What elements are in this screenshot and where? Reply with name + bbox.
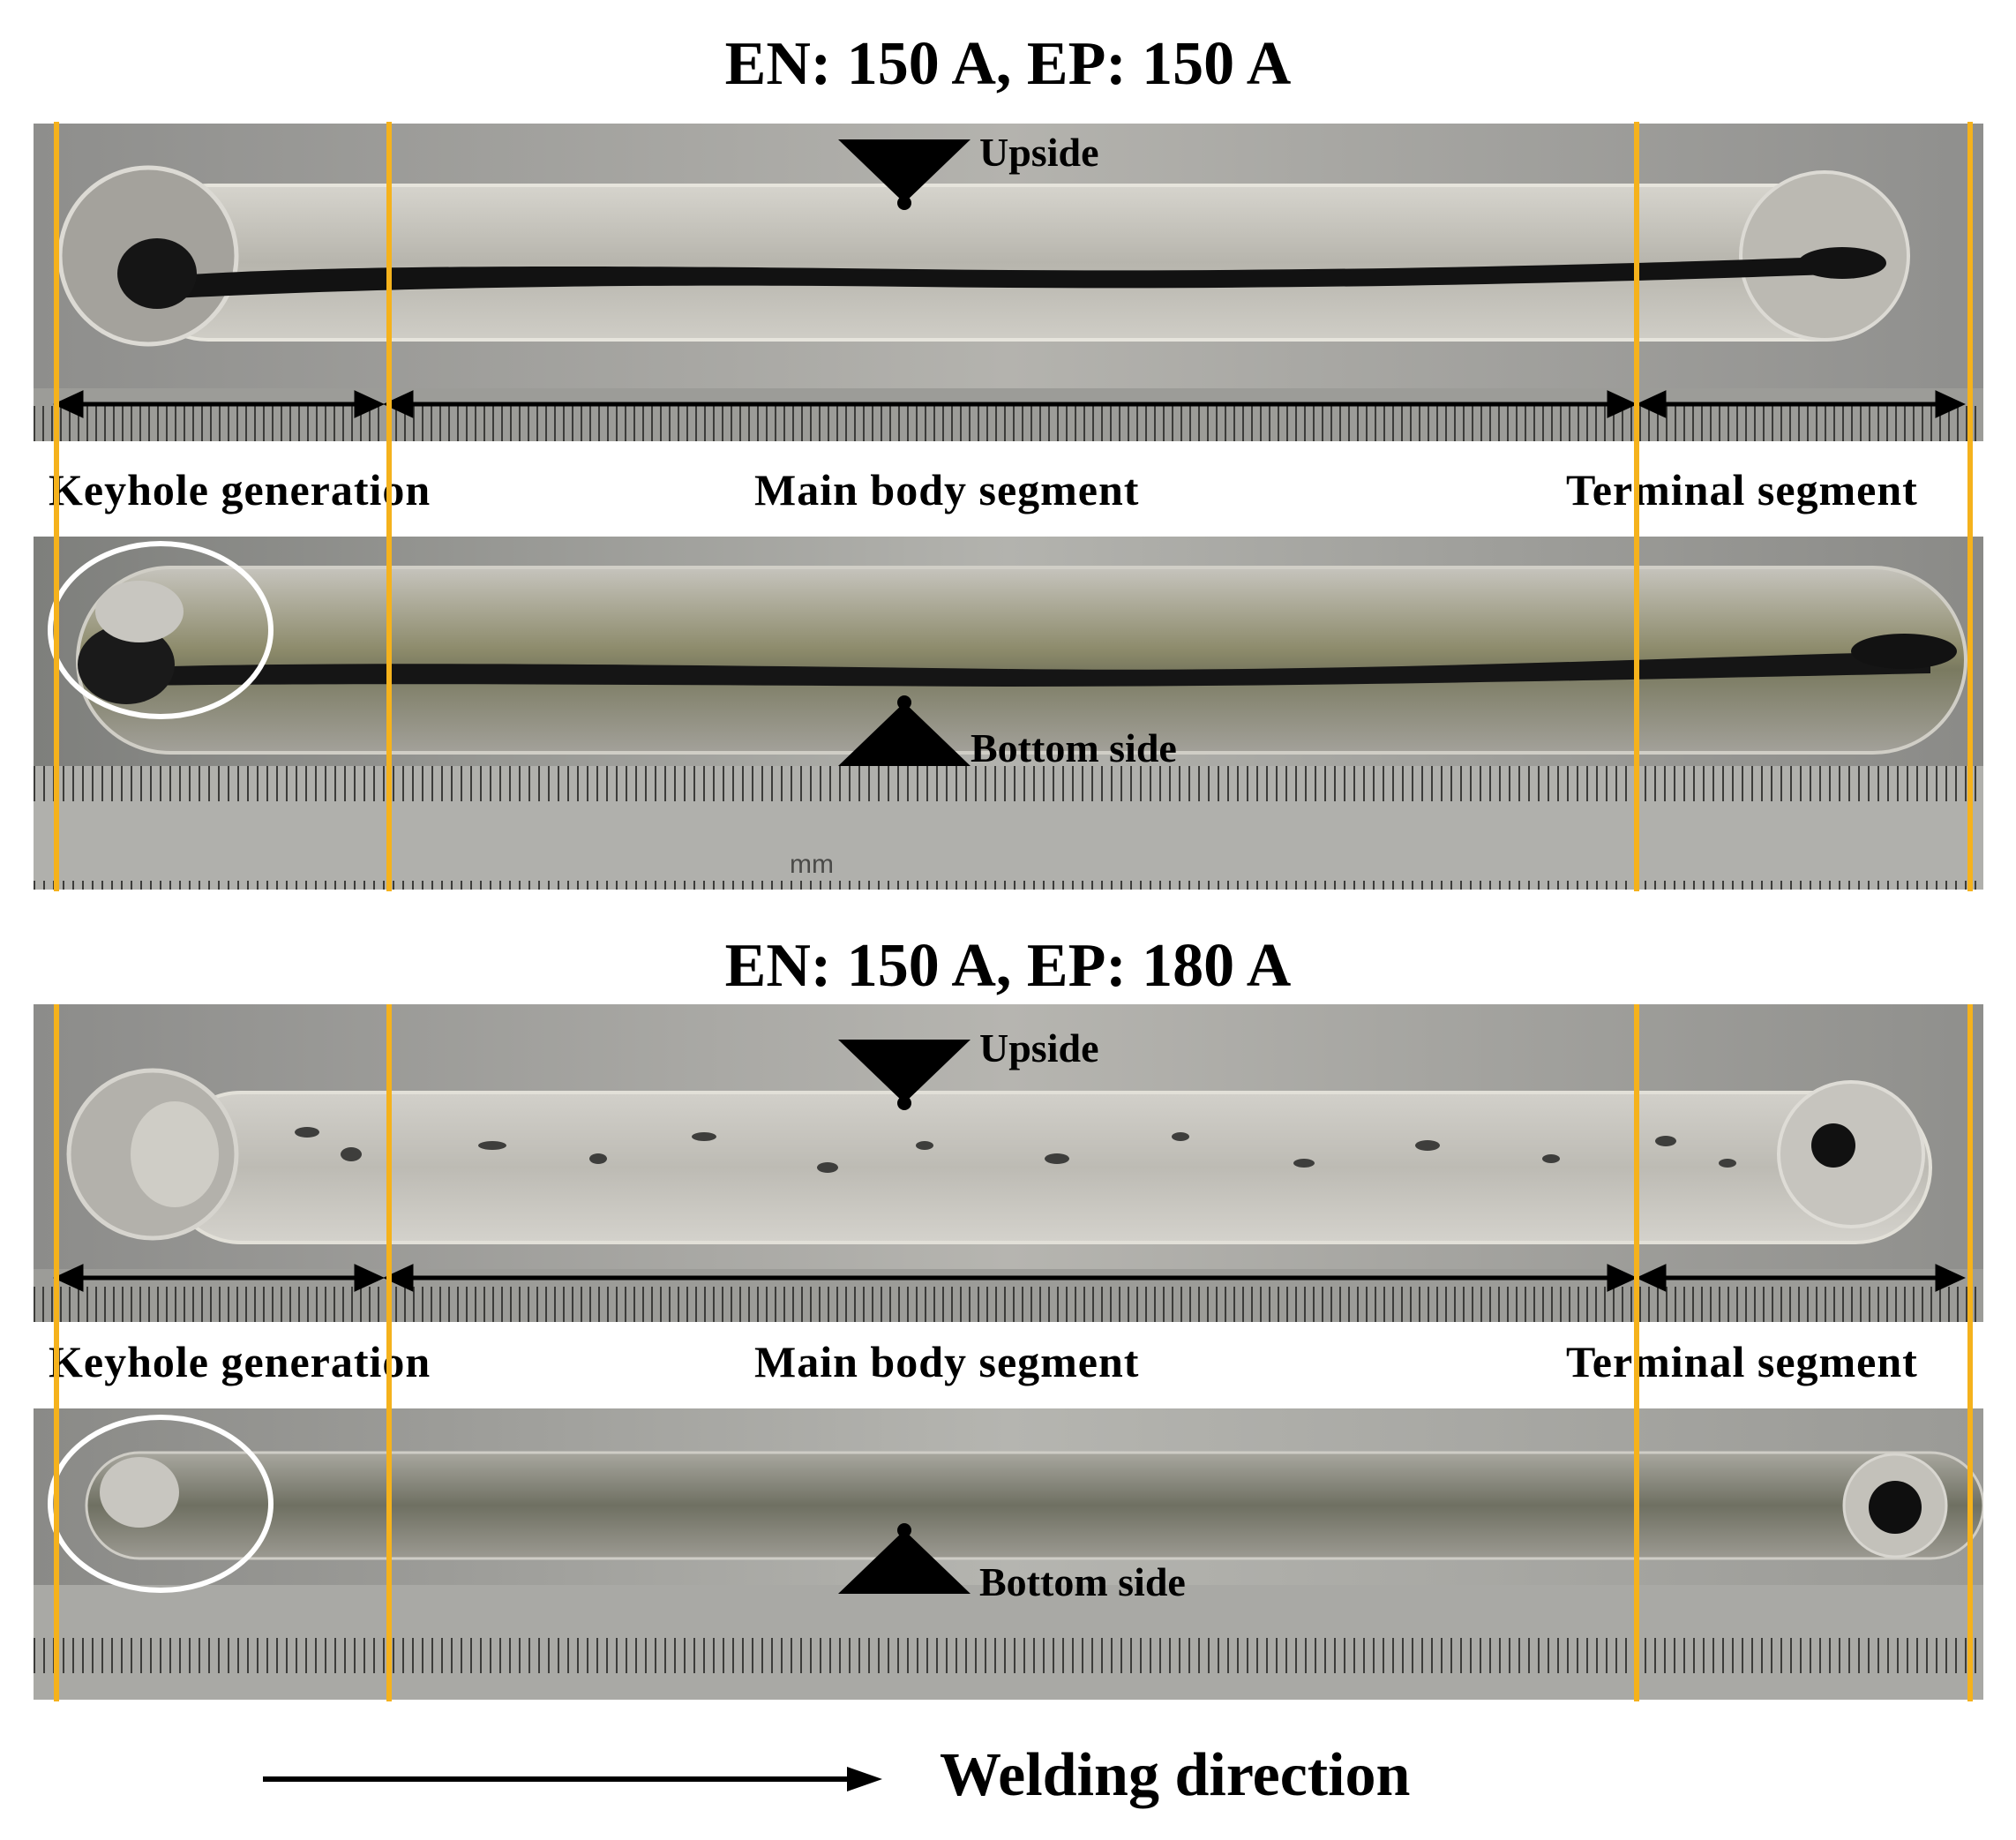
panel-1-divider-start [54, 122, 59, 891]
panel-2-bottom-marker-icon [838, 1523, 971, 1594]
panel-2-upside-photo [34, 1004, 1983, 1322]
panel-2-bottom-photo [34, 1408, 1983, 1700]
panel-2-keyhole-highlight-circle [48, 1415, 274, 1593]
panel-1-dimension-arrows [53, 390, 1966, 418]
welding-direction-arrow-icon [263, 1767, 882, 1791]
panel-1-upside-label: Upside [979, 130, 1099, 175]
panel-1-label-terminal: Terminal segment [1566, 465, 1918, 514]
panel-1-bottom-marker-icon [838, 695, 971, 766]
panel-2-dimension-arrows [53, 1264, 1966, 1292]
panel-2-label-terminal: Terminal segment [1566, 1337, 1918, 1386]
panel-1-upside-marker-icon [838, 139, 971, 210]
panel-1-label-main: Main body segment [754, 465, 1140, 514]
panel-1-divider-end [1967, 122, 1973, 891]
panel-1-divider-keyhole-end [386, 122, 392, 891]
panel-2-upside-label: Upside [979, 1025, 1099, 1070]
panel-1-title: EN: 150 A, EP: 150 A [724, 30, 1292, 98]
panel-2-upside-marker-icon [838, 1040, 971, 1110]
panel-1-bottom-photo [34, 537, 1983, 890]
panel-2-divider-start [54, 1004, 59, 1701]
panel-2-label-main: Main body segment [754, 1337, 1140, 1386]
panel-1-label-keyhole: Keyhole generation [49, 465, 431, 514]
panel-1-divider-main-end [1634, 122, 1639, 891]
panel-1-bottom-label: Bottom side [971, 725, 1177, 770]
panel-2-divider-end [1967, 1004, 1973, 1701]
panel-2-label-keyhole: Keyhole generation [49, 1337, 431, 1386]
panel-2-title: EN: 150 A, EP: 180 A [724, 932, 1292, 1000]
panel-1-keyhole-highlight-circle [48, 541, 274, 719]
welding-direction-label: Welding direction [940, 1741, 1411, 1809]
panel-1-ruler-unit: mm [790, 850, 834, 879]
panel-2-divider-main-end [1634, 1004, 1639, 1701]
panel-2-bottom-label: Bottom side [979, 1559, 1186, 1604]
panel-2-divider-keyhole-end [386, 1004, 392, 1701]
